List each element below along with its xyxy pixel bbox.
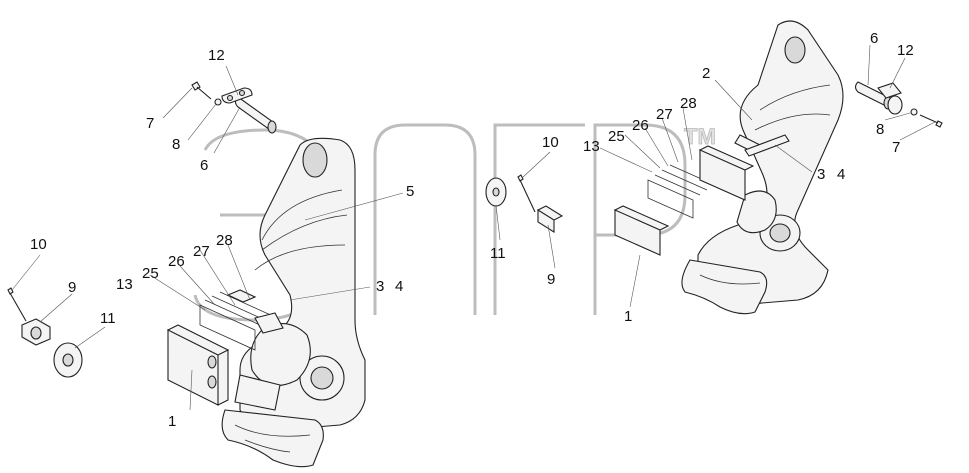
mid-pad-1 — [613, 205, 670, 256]
callout-left-6: 6 — [200, 157, 208, 174]
middle-parts — [485, 164, 716, 256]
callout-mid-9: 9 — [547, 271, 555, 288]
callout-left-11: 11 — [100, 310, 116, 327]
right-pin — [854, 81, 903, 115]
mid-shim-stack — [647, 164, 716, 219]
left-lock-plate — [221, 87, 253, 104]
callout-mid-11: 11 — [490, 245, 506, 262]
callout-left-13: 13 — [116, 276, 133, 293]
left-saddle — [221, 409, 324, 468]
left-assembly — [7, 81, 366, 468]
callout-mid-1: 1 — [624, 308, 632, 325]
mid-bolt-10 — [517, 174, 536, 213]
callout-right-7: 7 — [892, 139, 900, 156]
watermark-letter-l — [373, 123, 477, 315]
callout-mid-26: 26 — [632, 117, 649, 134]
callout-left-8: 8 — [172, 136, 180, 153]
callout-mid-28: 28 — [680, 95, 697, 112]
mid-nut-9 — [536, 205, 564, 233]
right-saddle — [681, 259, 768, 315]
callout-mid-25: 25 — [608, 128, 625, 145]
callout-right-2: 2 — [702, 65, 710, 82]
right-bracket-top-boss — [784, 36, 806, 64]
callout-right-8: 8 — [876, 121, 884, 138]
left-bracket-top-boss — [302, 142, 328, 178]
callout-left-12: 12 — [208, 47, 225, 64]
right-bolt — [919, 114, 943, 128]
callout-mid-10: 10 — [542, 134, 559, 151]
callout-mid-27: 27 — [656, 106, 673, 123]
callout-mid-13: 13 — [583, 138, 600, 155]
callout-left-5: 5 — [406, 183, 414, 200]
callout-left-4: 4 — [395, 278, 403, 295]
callout-left-3: 3 — [376, 278, 384, 295]
callout-labels: 12 7 8 6 5 10 9 11 13 25 26 27 28 3 4 1 … — [30, 30, 914, 430]
left-pad-1 — [166, 324, 230, 406]
callout-right-3: 3 — [817, 166, 825, 183]
left-nut-bolt-washer — [7, 287, 83, 378]
right-pivot-arm — [736, 190, 777, 234]
right-bolt-3-4 — [744, 134, 790, 157]
callout-left-10: 10 — [30, 236, 47, 253]
callout-right-12: 12 — [897, 42, 914, 59]
callout-left-28: 28 — [216, 232, 233, 249]
watermark-trademark: TM — [684, 124, 716, 149]
right-assembly — [681, 20, 943, 315]
left-pivot-arm — [250, 323, 311, 387]
right-lock-plate — [877, 82, 902, 99]
right-pad — [698, 145, 755, 201]
watermark-letter-r — [593, 123, 687, 315]
callout-right-4: 4 — [837, 166, 845, 183]
leader-lines — [11, 44, 936, 411]
callout-left-1: 1 — [168, 413, 176, 430]
watermark-letter-g — [493, 123, 585, 315]
callout-left-9: 9 — [68, 279, 76, 296]
watermark — [193, 123, 687, 322]
left-pin — [234, 96, 277, 134]
callout-right-6: 6 — [870, 30, 878, 47]
left-shim-stack — [199, 291, 276, 351]
left-bolt — [191, 81, 212, 100]
left-clip — [226, 289, 257, 303]
callout-left-7: 7 — [146, 115, 154, 132]
callout-left-26: 26 — [168, 253, 185, 270]
callout-left-25: 25 — [142, 265, 159, 282]
right-washer — [910, 108, 918, 116]
left-washer — [214, 98, 222, 106]
callout-left-27: 27 — [193, 243, 210, 260]
